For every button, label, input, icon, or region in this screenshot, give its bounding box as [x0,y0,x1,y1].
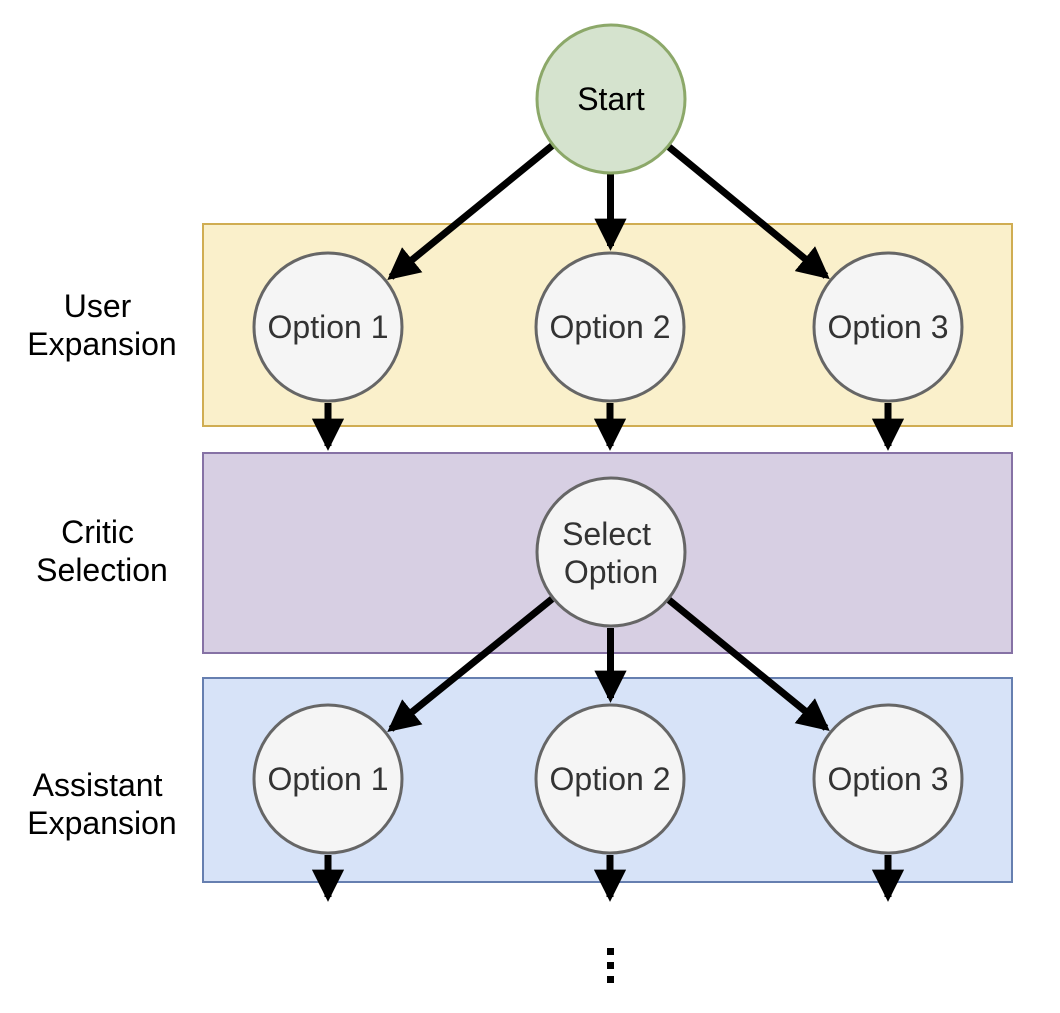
select-option-node [535,476,687,628]
user-option-1-label: Option 1 [268,309,389,345]
critic-selection-band-label: Critic Selection [36,514,168,588]
user-option-3-node [812,251,964,403]
assistant-option-3-node [812,703,964,855]
assistant-option-2-label: Option 2 [550,761,671,797]
user-option-3-label: Option 3 [828,309,949,345]
user-expansion-band-label: User Expansion [27,288,176,362]
arrow-select-to-assistant-option-1 [387,596,555,733]
user-option-2-node [534,251,686,403]
start-node-label: Start [577,81,645,117]
vertical-ellipsis-icon [607,948,614,983]
start-node [535,23,687,175]
assistant-expansion-band-label: Assistant Expansion [27,767,176,841]
arrow-select-to-assistant-option-3 [666,597,830,732]
arrow-start-to-user-option-1 [387,142,556,281]
assistant-option-2-node [534,703,686,855]
user-option-2-label: Option 2 [550,309,671,345]
user-option-1-node [252,251,404,403]
assistant-option-1-label: Option 1 [268,761,389,797]
arrow-start-to-user-option-3 [666,144,830,280]
assistant-option-3-label: Option 3 [828,761,949,797]
select-option-node-label: Select Option [562,516,660,590]
assistant-option-1-node [252,703,404,855]
